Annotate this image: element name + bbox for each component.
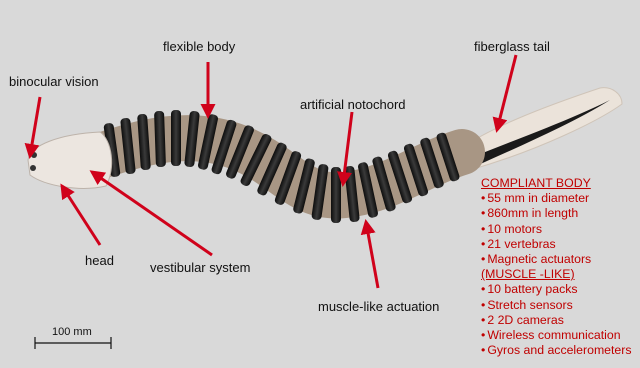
label-binocular-vision: binocular vision xyxy=(9,74,99,89)
label-vestibular-system: vestibular system xyxy=(150,260,250,275)
spec-item: Magnetic actuators xyxy=(481,252,632,267)
spec-item: Gyros and accelerometers xyxy=(481,343,632,358)
spec-item: 2 2D cameras xyxy=(481,313,632,328)
eye-right xyxy=(30,165,36,171)
compliant-body-header: COMPLIANT BODY xyxy=(481,176,632,191)
spec-item: 55 mm in diameter xyxy=(481,191,632,206)
spec-item: Wireless communication xyxy=(481,328,632,343)
spec-item: Stretch sensors xyxy=(481,298,632,313)
scale-bar xyxy=(35,337,111,349)
arrow-vestibular-system xyxy=(92,172,212,255)
scale-bar-label: 100 mm xyxy=(52,326,92,338)
specs-panel: COMPLIANT BODY 55 mm in diameter 860mm i… xyxy=(481,176,632,358)
label-head: head xyxy=(85,253,114,268)
spec-item: 860mm in length xyxy=(481,206,632,221)
spec-item: 21 vertebras xyxy=(481,237,632,252)
robot-head-shape xyxy=(28,132,112,188)
label-muscle-like-actuation: muscle-like actuation xyxy=(318,299,439,314)
label-flexible-body: flexible body xyxy=(163,39,235,54)
arrow-head xyxy=(62,186,100,245)
label-fiberglass-tail: fiberglass tail xyxy=(474,39,550,54)
spec-item: 10 battery packs xyxy=(481,282,632,297)
spec-item: 10 motors xyxy=(481,222,632,237)
muscle-like-header: (MUSCLE -LIKE) xyxy=(481,267,632,282)
arrow-fiberglass-tail xyxy=(497,55,516,130)
arrow-muscle-like-actuation xyxy=(366,222,378,288)
label-artificial-notochord: artificial notochord xyxy=(300,97,406,112)
